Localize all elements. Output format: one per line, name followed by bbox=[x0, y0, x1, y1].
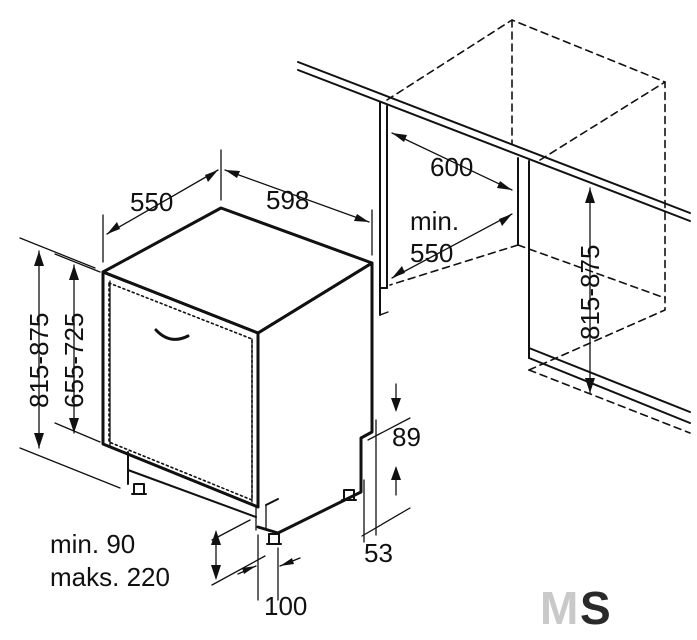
niche-drawing bbox=[297, 19, 691, 434]
niche-width-label: 600 bbox=[430, 152, 473, 182]
plinth-setback-label: 53 bbox=[364, 538, 393, 568]
plinth-max-label: maks. 220 bbox=[50, 562, 170, 592]
logo-letter-m: M bbox=[540, 582, 578, 634]
dimension-lines bbox=[19, 132, 595, 601]
niche-height-label: 815-875 bbox=[575, 245, 605, 340]
plinth-min-label: min. 90 bbox=[50, 529, 135, 559]
niche-min-value: 550 bbox=[410, 238, 453, 268]
dimension-labels: 550 598 815-875 655-725 600 min. 550 815… bbox=[24, 152, 605, 621]
logo-letter-s: S bbox=[580, 582, 611, 634]
depth-label: 550 bbox=[130, 187, 173, 217]
width-label: 598 bbox=[266, 185, 309, 215]
height-range-label: 815-875 bbox=[24, 313, 54, 408]
plinth-height-label: 89 bbox=[392, 422, 421, 452]
brand-logo: M S bbox=[540, 582, 611, 634]
niche-min-label: min. bbox=[410, 206, 459, 236]
door-height-label: 655-725 bbox=[59, 313, 89, 408]
dishwasher-body bbox=[101, 206, 374, 545]
plinth-depth-label: 100 bbox=[264, 591, 307, 621]
